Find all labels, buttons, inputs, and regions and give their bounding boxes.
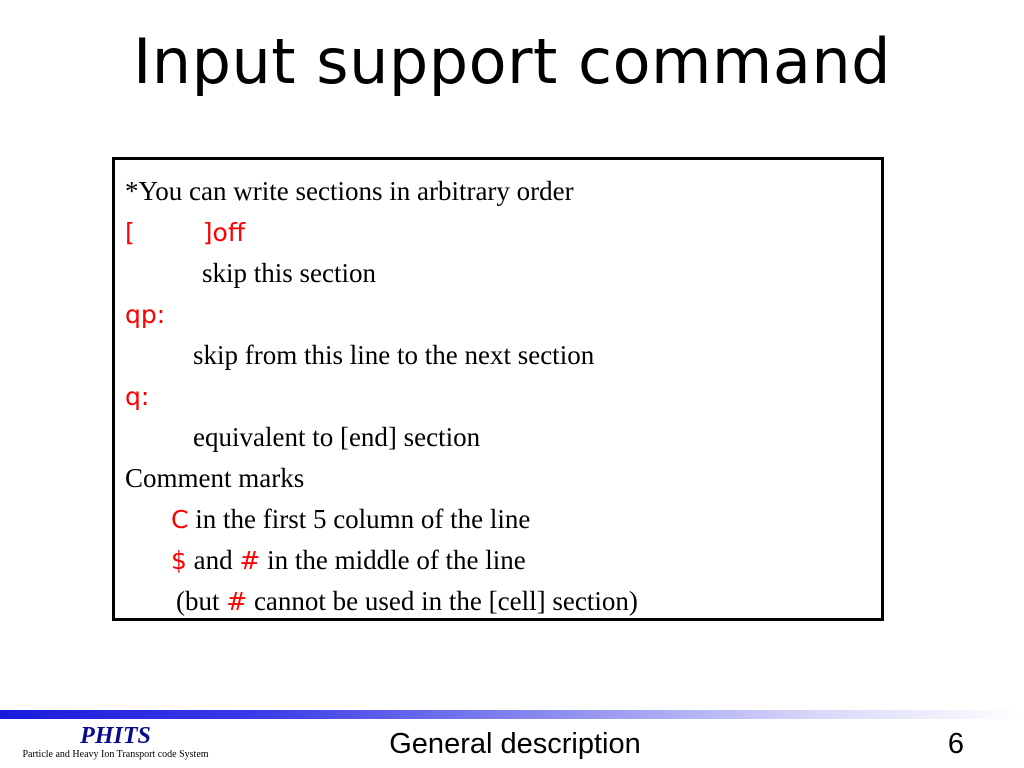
comment-heading-line: Comment marks	[125, 458, 881, 499]
off-description: skip this section	[202, 258, 376, 288]
qp-description: skip from this line to the next section	[193, 340, 595, 370]
middle-description: in the middle of the line	[260, 545, 526, 575]
q-command-line: q:	[125, 376, 881, 417]
phits-logo: PHITS Particle and Heavy Ion Transport c…	[8, 724, 223, 762]
hash-note-line: (but # cannot be used in the [cell] sect…	[125, 581, 881, 622]
dollar-mark: $	[171, 546, 187, 575]
c-mark-line: C in the first 5 column of the line	[125, 499, 881, 540]
qp-command-line: qp:	[125, 294, 881, 335]
and-text: and	[186, 545, 240, 575]
q-command: q:	[125, 382, 150, 411]
dollar-hash-line: $ and # in the middle of the line	[125, 540, 881, 581]
comment-heading: Comment marks	[125, 463, 305, 493]
c-mark-description: in the first 5 column of the line	[188, 504, 531, 534]
intro-line: *You can write sections in arbitrary ord…	[125, 171, 881, 212]
footer-gradient-bar	[0, 710, 1024, 719]
footer-section-title: General description	[389, 728, 641, 760]
qp-description-line: skip from this line to the next section	[125, 335, 881, 376]
intro-text: *You can write sections in arbitrary ord…	[125, 176, 574, 206]
hash-mark: #	[239, 546, 261, 575]
q-description: equivalent to [end] section	[193, 422, 481, 452]
off-close-bracket: ]off	[202, 218, 246, 247]
page-number: 6	[947, 728, 964, 760]
q-description-line: equivalent to [end] section	[125, 417, 881, 458]
qp-command: qp:	[125, 300, 166, 329]
but-open: (but	[176, 586, 227, 616]
slide-title: Input support command	[133, 25, 891, 98]
logo-subtitle: Particle and Heavy Ion Transport code Sy…	[22, 749, 209, 760]
note-hash-mark: #	[226, 587, 248, 616]
but-rest: cannot be used in the [cell] section)	[247, 586, 638, 616]
off-open-bracket: [	[125, 218, 135, 247]
content-box: *You can write sections in arbitrary ord…	[112, 157, 884, 621]
c-mark: C	[171, 505, 189, 534]
logo-title: PHITS	[80, 723, 151, 749]
off-description-line: skip this section	[125, 253, 881, 294]
off-command-line: [ ]off	[125, 212, 881, 253]
